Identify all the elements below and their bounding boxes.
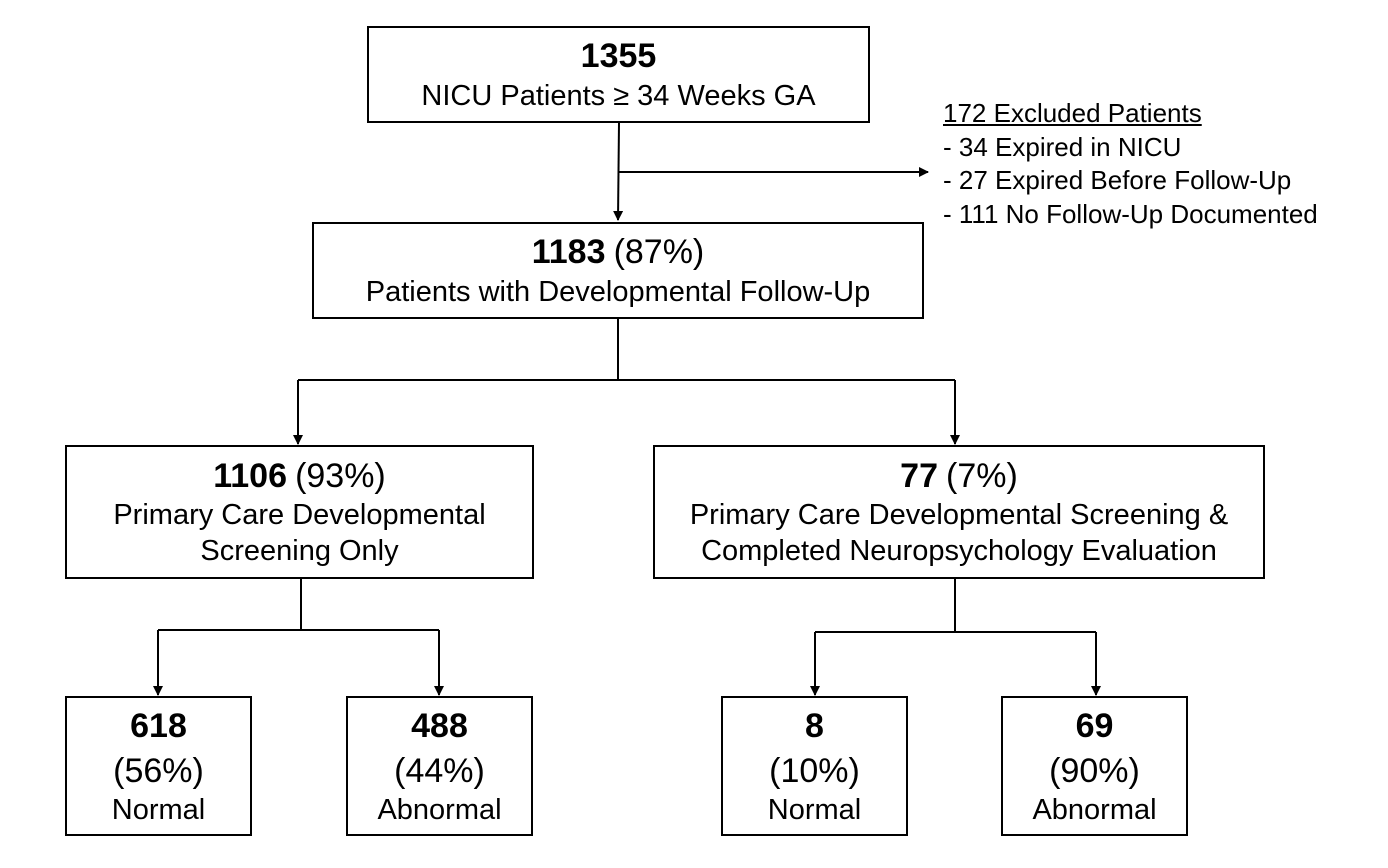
node-nicu-patients: 1355 NICU Patients ≥ 34 Weeks GA (367, 26, 870, 123)
excluded-patients-note: 172 Excluded Patients - 34 Expired in NI… (943, 97, 1318, 231)
node-primary-care-and-neuropsychology: 77 (7%) Primary Care Developmental Scree… (653, 445, 1265, 579)
node-percent: (7%) (946, 456, 1018, 495)
node-description: Normal (767, 793, 862, 826)
node-percent: (90%) (1049, 751, 1140, 790)
node-count: 1106 (213, 456, 287, 495)
node-percent: (56%) (113, 751, 204, 790)
edge-root-followup (613, 122, 624, 221)
node-count: 1183 (531, 233, 606, 272)
excluded-item: - 34 Expired in NICU (943, 131, 1182, 162)
node-percent: (10%) (769, 751, 860, 790)
node-developmental-follow-up: 1183 (87%) Patients with Developmental F… (312, 222, 924, 319)
node-count: 69 (1075, 707, 1114, 746)
node-primary-care-only: 1106 (93%) Primary Care Developmental Sc… (65, 445, 534, 579)
node-count: 8 (805, 707, 824, 746)
node-count: 488 (411, 707, 468, 746)
node-description: Abnormal (377, 793, 502, 826)
node-description: Primary Care Developmental Screening & (689, 499, 1229, 531)
node-percent: (44%) (394, 751, 485, 790)
node-description: Screening Only (200, 535, 399, 568)
node-count: 1355 (580, 37, 657, 76)
node-description: Abnormal (1032, 793, 1157, 826)
node-percent: (87%) (613, 233, 705, 272)
node-description: Patients with Developmental Follow-Up (365, 275, 871, 308)
node-description: Primary Care Developmental (113, 499, 486, 531)
node-description: NICU Patients ≥ 34 Weeks GA (421, 79, 816, 112)
node-primary-only-abnormal: 488 (44%) Abnormal (346, 696, 533, 836)
node-description: Normal (111, 793, 206, 826)
node-primary-only-normal: 618 (56%) Normal (65, 696, 252, 836)
excluded-title: 172 Excluded Patients (943, 98, 1202, 128)
node-count: 77 (900, 456, 938, 495)
node-percent: (93%) (295, 456, 386, 495)
node-neuro-normal: 8 (10%) Normal (721, 696, 908, 836)
node-neuro-abnormal: 69 (90%) Abnormal (1001, 696, 1188, 836)
excluded-item: - 27 Expired Before Follow-Up (943, 165, 1292, 195)
excluded-item: - 111 No Follow-Up Documented (943, 198, 1318, 229)
node-description: Completed Neuropsychology Evaluation (701, 535, 1217, 568)
node-count: 618 (130, 707, 187, 746)
